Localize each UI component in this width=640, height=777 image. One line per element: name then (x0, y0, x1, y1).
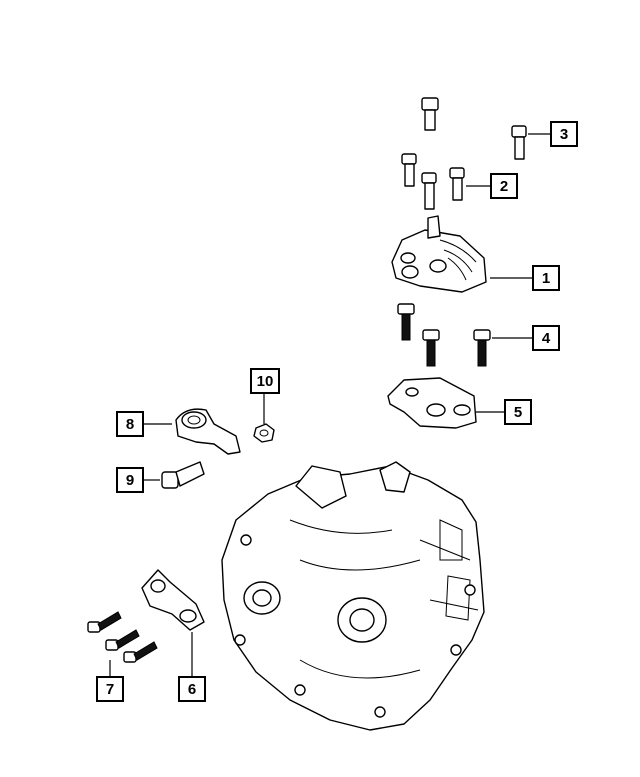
transmission-housing (221, 461, 485, 731)
callout-label: 9 (125, 471, 135, 489)
bolt-part-7-c (123, 641, 158, 663)
bracket-part-5 (387, 377, 477, 429)
bolt-part-3-b (511, 125, 527, 160)
bracket-part-6 (141, 569, 205, 631)
bolt-part-2-c (449, 167, 465, 201)
callout-part-2: 2 (490, 173, 518, 199)
callout-label: 10 (256, 372, 274, 390)
bolt-part-4-a (397, 303, 415, 341)
callout-label: 1 (541, 269, 551, 287)
callout-part-5: 5 (504, 399, 532, 425)
bolt-part-2-b (421, 172, 437, 210)
callout-label: 5 (513, 403, 523, 421)
callout-part-4: 4 (532, 325, 560, 351)
bolt-part-9 (161, 461, 205, 489)
callout-part-10: 10 (250, 368, 280, 394)
callout-part-9: 9 (116, 467, 144, 493)
bolt-part-3-a (421, 97, 439, 131)
bolt-part-4-b (422, 329, 440, 367)
bolt-part-4-c (473, 329, 491, 367)
callout-part-1: 1 (532, 265, 560, 291)
callout-part-8: 8 (116, 411, 144, 437)
nut-part-10 (253, 423, 275, 443)
callout-label: 3 (559, 125, 569, 143)
callout-label: 2 (499, 177, 509, 195)
bolt-part-7-b (105, 629, 140, 651)
callout-part-6: 6 (178, 676, 206, 702)
callout-label: 6 (187, 680, 197, 698)
engine-mount-part-1 (391, 215, 487, 293)
callout-part-3: 3 (550, 121, 578, 147)
bolt-part-7-a (87, 611, 122, 633)
mount-part-8 (175, 408, 241, 455)
callout-label: 7 (105, 680, 115, 698)
bolt-part-2-a (401, 153, 417, 187)
callout-part-7: 7 (96, 676, 124, 702)
callout-label: 4 (541, 329, 551, 347)
callout-label: 8 (125, 415, 135, 433)
